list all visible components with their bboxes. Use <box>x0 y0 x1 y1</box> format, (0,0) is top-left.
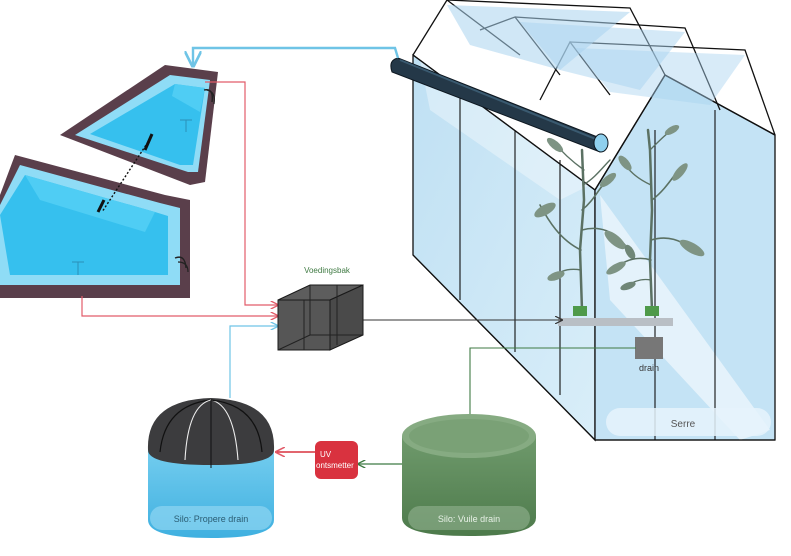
plant-pot <box>573 306 587 316</box>
grow-tray <box>558 318 673 326</box>
silo-tank-icon: Silo: Propere drain <box>147 398 275 538</box>
silo-tank-icon: Silo: Vuile drain <box>402 414 536 536</box>
tomato-plant-icon <box>534 124 705 312</box>
basin-upper-water <box>90 84 205 165</box>
pipe-upper-basin-to-tank <box>205 81 278 305</box>
drain-collector: drain <box>635 337 663 373</box>
overflow-pipe <box>101 141 149 213</box>
pipe-lower-basin-to-tank <box>81 296 278 316</box>
serre-label-bg <box>606 408 771 436</box>
voedingsbak-label: Voedingsbak <box>304 266 351 275</box>
water-basin-icon <box>0 155 190 298</box>
uv-disinfector-icon: UV ontsmetter <box>315 441 358 479</box>
serre-label: Serre <box>671 419 696 430</box>
plant-pot <box>645 306 659 316</box>
pipe-drain-to-dirty-silo <box>470 347 636 428</box>
greenhouse: Serre <box>412 0 776 442</box>
grow-table <box>558 318 673 326</box>
drain-box <box>635 337 663 359</box>
drain-label: drain <box>639 363 659 373</box>
water-basin-icon <box>60 65 218 185</box>
pipe-clean-silo-to-tank <box>229 326 278 398</box>
light-reflection <box>600 195 770 440</box>
uv-label-line2: ontsmetter <box>316 461 354 470</box>
uv-box <box>315 441 358 479</box>
silo-dirty-label: Silo: Vuile drain <box>438 514 500 524</box>
rain-gutter-icon <box>390 57 609 153</box>
pipe-gutter-to-basin <box>193 46 400 66</box>
silo-clean-label: Silo: Propere drain <box>174 514 249 524</box>
mixing-tank-icon <box>277 284 364 351</box>
uv-label-line1: UV <box>320 450 332 459</box>
